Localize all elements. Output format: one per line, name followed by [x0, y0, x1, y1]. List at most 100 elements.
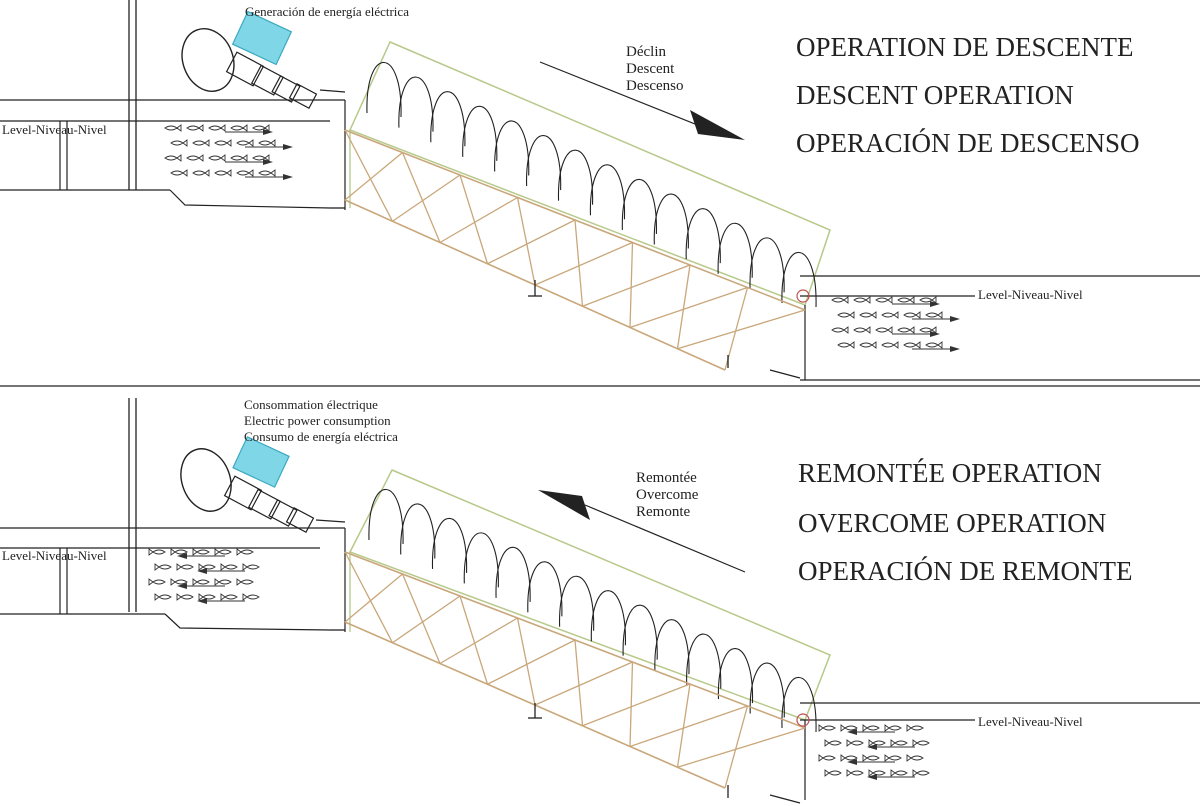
fish-icon — [198, 593, 216, 601]
truss-diagonal — [677, 309, 806, 350]
fish-icon — [170, 548, 188, 556]
truss-diagonal — [534, 241, 633, 286]
fish-icon — [846, 769, 864, 777]
operation-title-fr: REMONTÉE OPERATION — [798, 458, 1102, 488]
fish-icon — [170, 578, 188, 586]
pole — [128, 0, 137, 190]
fish-icon — [214, 548, 232, 556]
screw-blade — [781, 676, 817, 733]
level-label-downstream: Level-Niveau-Nivel — [978, 714, 1083, 729]
fish-icon — [148, 548, 166, 556]
screw-blade — [749, 662, 785, 718]
level-label-upstream: Level-Niveau-Nivel — [2, 548, 107, 563]
consumption-label-es: Consumo de energía eléctrica — [244, 429, 398, 444]
operation-title-es: OPERACIÓN DE REMONTE — [798, 556, 1133, 586]
fish-icon — [170, 139, 188, 147]
descent-arrow — [539, 61, 745, 140]
fish-icon — [252, 154, 270, 162]
fish-icon — [170, 169, 188, 177]
fish-icon — [906, 724, 924, 732]
fish-icon — [906, 754, 924, 762]
screw-blade — [717, 648, 754, 704]
screw-blade — [749, 237, 785, 293]
truss-diagonal — [487, 219, 576, 265]
fish-icon — [919, 296, 937, 304]
truss-diagonal — [676, 683, 691, 768]
fish-icon — [837, 311, 855, 319]
direction-label-es: Descenso — [626, 78, 683, 94]
fish-icon — [214, 169, 232, 177]
truss-diagonal — [677, 727, 806, 768]
screw-blade — [398, 76, 434, 132]
fish-icon — [853, 296, 871, 304]
fish-icon — [897, 296, 915, 304]
operation-title-en: OVERCOME OPERATION — [798, 508, 1106, 538]
screw-housing — [348, 469, 831, 800]
truss-diagonal — [724, 705, 749, 789]
truss-diagonal — [487, 639, 576, 685]
fish-icon — [164, 124, 182, 132]
screw-blade — [366, 61, 402, 118]
screw-blade — [685, 208, 721, 264]
truss-diagonal — [629, 705, 748, 748]
truss-diagonal — [582, 264, 691, 307]
screw-blade — [622, 604, 658, 660]
flow-arrow-icon — [177, 583, 187, 589]
fish-icon — [258, 169, 276, 177]
flow-arrow-icon — [867, 744, 877, 750]
consumption-label-fr: Consommation électrique — [244, 397, 378, 412]
truss-diagonal — [459, 595, 489, 685]
operation-title-fr: OPERATION DE DESCENTE — [796, 32, 1134, 62]
fish-icon — [875, 296, 893, 304]
truss-diagonal — [534, 661, 633, 706]
generation-label: Generación de energía eléctrica — [245, 4, 409, 19]
fish-icon — [208, 124, 226, 132]
fish-icon — [868, 769, 886, 777]
fish-icon — [252, 124, 270, 132]
fish-icon — [236, 169, 254, 177]
fish-icon — [258, 139, 276, 147]
fish-icon — [192, 548, 210, 556]
fish-icon — [818, 724, 836, 732]
fish-icon — [831, 296, 849, 304]
fish-icon — [859, 311, 877, 319]
descent-panel: Generación de energía eléctrica Déclin D… — [0, 0, 1200, 381]
fish-icon — [154, 563, 172, 571]
truss-structure — [344, 551, 806, 789]
direction-label-en: Overcome — [636, 487, 699, 503]
fish-icon — [846, 739, 864, 747]
screw-blade — [621, 178, 657, 234]
fish-icon — [176, 593, 194, 601]
truss-diagonal — [724, 287, 749, 371]
fish-icon — [186, 124, 204, 132]
fish-icon — [242, 593, 260, 601]
screw-blade — [559, 575, 595, 631]
truss-diagonal — [629, 661, 634, 747]
operation-title-es: OPERACIÓN DE DESCENSO — [796, 128, 1140, 158]
supports — [330, 207, 729, 368]
screw-blade — [495, 546, 531, 602]
overcome-arrow — [538, 490, 746, 573]
fish-icon — [230, 124, 248, 132]
truss-diagonal — [574, 219, 584, 307]
truss-diagonal — [439, 617, 518, 665]
truss-diagonal — [344, 551, 394, 644]
fish-icon — [824, 769, 842, 777]
direction-label-es: Remonte — [636, 504, 690, 520]
fish-icon — [818, 754, 836, 762]
downstream-channel — [769, 275, 1200, 381]
truss-diagonal — [392, 174, 461, 222]
screw-blade — [589, 164, 626, 220]
fish-icon — [881, 341, 899, 349]
fish-icon — [912, 769, 930, 777]
fish-icon — [837, 341, 855, 349]
fish-icon — [859, 341, 877, 349]
fish-icon — [148, 578, 166, 586]
screw-blade — [653, 193, 689, 249]
fish-icon — [862, 724, 880, 732]
fish-icon — [214, 578, 232, 586]
flow-arrow-icon — [930, 301, 940, 307]
flow-arrow-icon — [197, 598, 207, 604]
truss-diagonal — [459, 174, 489, 264]
